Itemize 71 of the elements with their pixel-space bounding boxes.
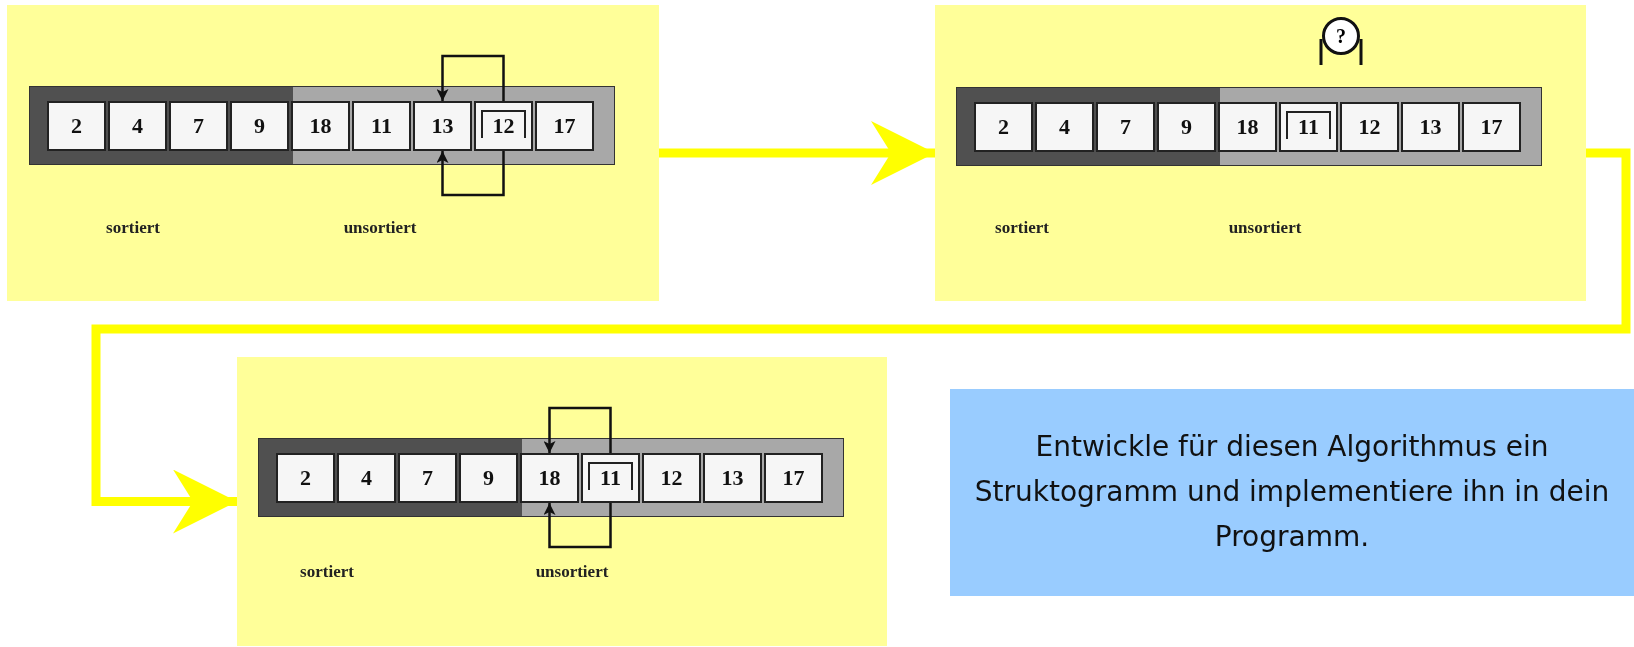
task-box: Entwickle für diesen Algorithmus ein Struktogramm und implementiere ihn in dein Programm. xyxy=(950,389,1634,596)
cell-value: 9 xyxy=(1181,114,1192,140)
array-cell xyxy=(581,453,640,503)
cell-value: 12 xyxy=(1358,114,1381,140)
array-cell xyxy=(474,101,533,151)
section-label: unsortiert xyxy=(1228,218,1302,238)
cell-value: 17 xyxy=(1480,114,1503,140)
cell-value: 11 xyxy=(371,113,392,139)
array-cell xyxy=(1035,102,1094,152)
section-label: unsortiert xyxy=(535,562,609,582)
array-cell xyxy=(1340,102,1399,152)
step-panel xyxy=(935,5,1586,301)
array-cell xyxy=(352,101,411,151)
cell-value: 18 xyxy=(538,465,561,491)
step-panel xyxy=(237,357,887,646)
array-cell xyxy=(764,453,823,503)
section-label: unsortiert xyxy=(343,218,417,238)
array-cell xyxy=(108,101,167,151)
array-cell xyxy=(1096,102,1155,152)
swap-arrow xyxy=(543,406,612,453)
cell-value: 18 xyxy=(1236,114,1259,140)
cell-value: 12 xyxy=(660,465,683,491)
array-cell xyxy=(413,101,472,151)
array-cell xyxy=(1401,102,1460,152)
swap-arrow xyxy=(436,151,505,197)
array-cell xyxy=(974,102,1033,152)
array-cell xyxy=(520,453,579,503)
array-cell xyxy=(703,453,762,503)
array-cell xyxy=(1279,102,1338,152)
cell-value: 9 xyxy=(483,465,494,491)
array-cell xyxy=(1218,102,1277,152)
cell-value: 7 xyxy=(1120,114,1131,140)
cell-value: 4 xyxy=(361,465,372,491)
cell-value: 2 xyxy=(71,113,82,139)
cell-value: 17 xyxy=(782,465,805,491)
array-cell xyxy=(47,101,106,151)
step-panel xyxy=(7,5,659,301)
cell-value: 11 xyxy=(600,465,621,491)
cell-value: 9 xyxy=(254,113,265,139)
cell-value: 13 xyxy=(1419,114,1442,140)
array-cell xyxy=(169,101,228,151)
array-cell xyxy=(459,453,518,503)
array-cell xyxy=(398,453,457,503)
cell-value: 17 xyxy=(553,113,576,139)
cell-value: 11 xyxy=(1298,114,1319,140)
cell-value: 2 xyxy=(300,465,311,491)
section-label: sortiert xyxy=(300,562,354,582)
cell-value: 13 xyxy=(431,113,454,139)
array-cell xyxy=(337,453,396,503)
swap-arrow xyxy=(436,54,505,101)
cell-value: 7 xyxy=(193,113,204,139)
section-label: sortiert xyxy=(106,218,160,238)
array-cell xyxy=(642,453,701,503)
array-cell xyxy=(291,101,350,151)
temp-variable-circle: ? xyxy=(1322,17,1360,55)
cell-value: 7 xyxy=(422,465,433,491)
array-cell xyxy=(1157,102,1216,152)
array-cell xyxy=(276,453,335,503)
flow-arrow xyxy=(659,121,935,185)
array-cell xyxy=(1462,102,1521,152)
section-label: sortiert xyxy=(995,218,1049,238)
flow-arrow xyxy=(91,148,1631,534)
array-cell xyxy=(230,101,289,151)
cell-value: 13 xyxy=(721,465,744,491)
cell-value: 12 xyxy=(492,113,515,139)
cell-value: 18 xyxy=(309,113,332,139)
swap-arrow xyxy=(543,503,612,549)
cell-value: 4 xyxy=(1059,114,1070,140)
array-cell xyxy=(535,101,594,151)
cell-value: 2 xyxy=(998,114,1009,140)
cell-value: 4 xyxy=(132,113,143,139)
